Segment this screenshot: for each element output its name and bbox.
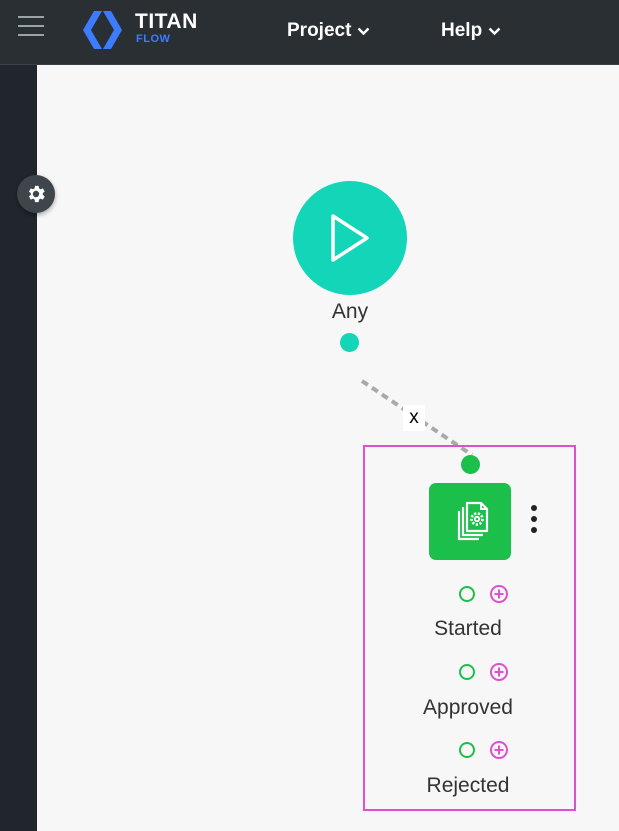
chevron-down-icon — [358, 27, 370, 35]
delete-connector-button[interactable]: x — [403, 405, 425, 431]
selection-box — [363, 445, 576, 811]
logo-title: TITAN — [135, 10, 198, 33]
play-icon — [331, 214, 369, 262]
top-bar: TITAN FLOW Project Help — [0, 0, 619, 65]
start-node-output-port[interactable] — [340, 333, 359, 352]
hamburger-menu-icon[interactable] — [18, 13, 44, 39]
start-node-label: Any — [331, 300, 369, 323]
outcome-port-rejected[interactable] — [459, 742, 475, 758]
outcome-label-approved: Approved — [423, 696, 513, 719]
menu-help[interactable]: Help — [441, 20, 501, 42]
task-node-input-port[interactable] — [461, 455, 480, 474]
settings-button[interactable] — [17, 175, 55, 213]
logo-subtitle: FLOW — [136, 33, 171, 45]
more-options-icon[interactable] — [527, 505, 541, 535]
chevron-down-icon — [488, 27, 501, 35]
start-node[interactable] — [293, 181, 407, 295]
outcome-port-started[interactable] — [459, 586, 475, 602]
outcome-port-approved[interactable] — [459, 664, 475, 680]
add-outcome-plus-icon[interactable] — [489, 740, 509, 760]
documents-gear-icon — [457, 501, 489, 540]
menu-help-label: Help — [441, 20, 483, 41]
outcome-label-rejected: Rejected — [426, 774, 510, 797]
add-outcome-plus-icon[interactable] — [489, 662, 509, 682]
task-node[interactable] — [429, 483, 511, 560]
menu-project[interactable]: Project — [287, 20, 370, 42]
add-outcome-plus-icon[interactable] — [489, 584, 509, 604]
outcome-label-started: Started — [434, 617, 502, 640]
gear-icon — [28, 185, 45, 203]
menu-project-label: Project — [287, 20, 352, 41]
titan-logo-icon — [83, 11, 122, 49]
